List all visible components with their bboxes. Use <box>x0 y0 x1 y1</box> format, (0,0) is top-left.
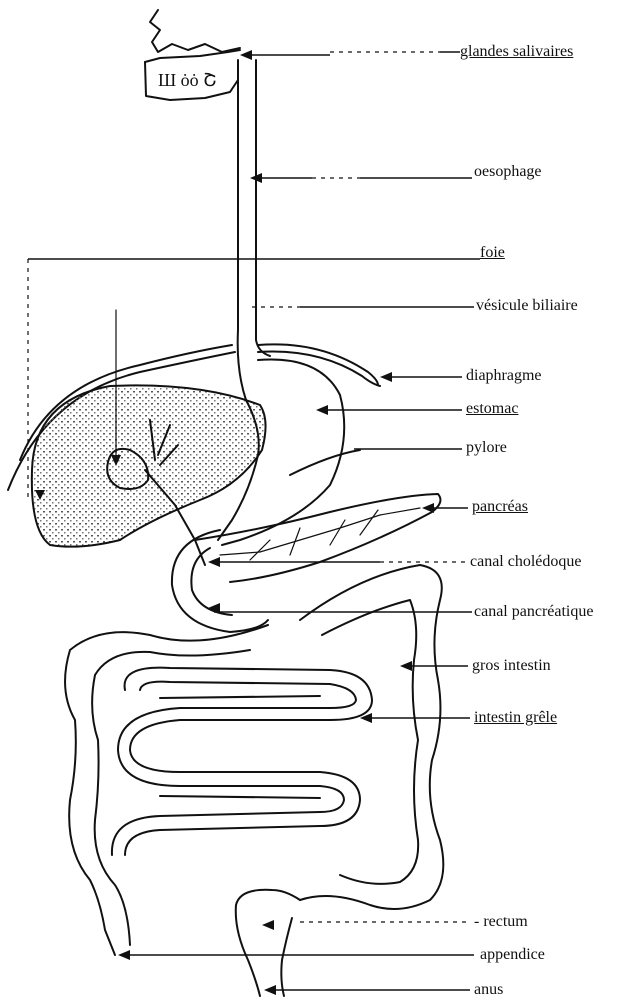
label-pylore: pylore <box>466 440 507 456</box>
pylorus-drawing <box>290 450 360 475</box>
label-rectum: - rectum <box>474 914 528 930</box>
small-intestine-drawing <box>112 668 372 855</box>
oesophagus-drawing <box>238 60 270 400</box>
label-glandes-salivaires: glandes salivaires <box>460 44 573 60</box>
label-vesicule-biliaire: vésicule biliaire <box>476 298 578 314</box>
label-oesophage: oesophage <box>474 164 542 180</box>
label-appendice: appendice <box>480 947 545 963</box>
label-canal-choledoque: canal cholédoque <box>470 554 582 570</box>
duodenum-drawing <box>172 530 268 632</box>
label-canal-pancreatique: canal pancréatique <box>474 604 593 620</box>
label-gros-intestin: gros intestin <box>472 658 551 674</box>
label-diaphragme: diaphragme <box>466 368 542 384</box>
label-estomac: estomac <box>466 401 518 417</box>
svg-text:Ш ȯȯ Շ: Ш ȯȯ Շ <box>158 70 217 90</box>
label-pancreas: pancréas <box>472 499 528 515</box>
large-intestine-drawing <box>65 565 443 955</box>
label-anus: anus <box>474 982 503 998</box>
rectum-drawing <box>236 890 300 996</box>
label-foie: foie <box>480 245 505 261</box>
label-rectum-text: rectum <box>483 913 527 930</box>
label-intestin-grele: intestin grêle <box>474 710 557 726</box>
mouth-drawing: Ш ȯȯ Շ <box>145 10 240 100</box>
